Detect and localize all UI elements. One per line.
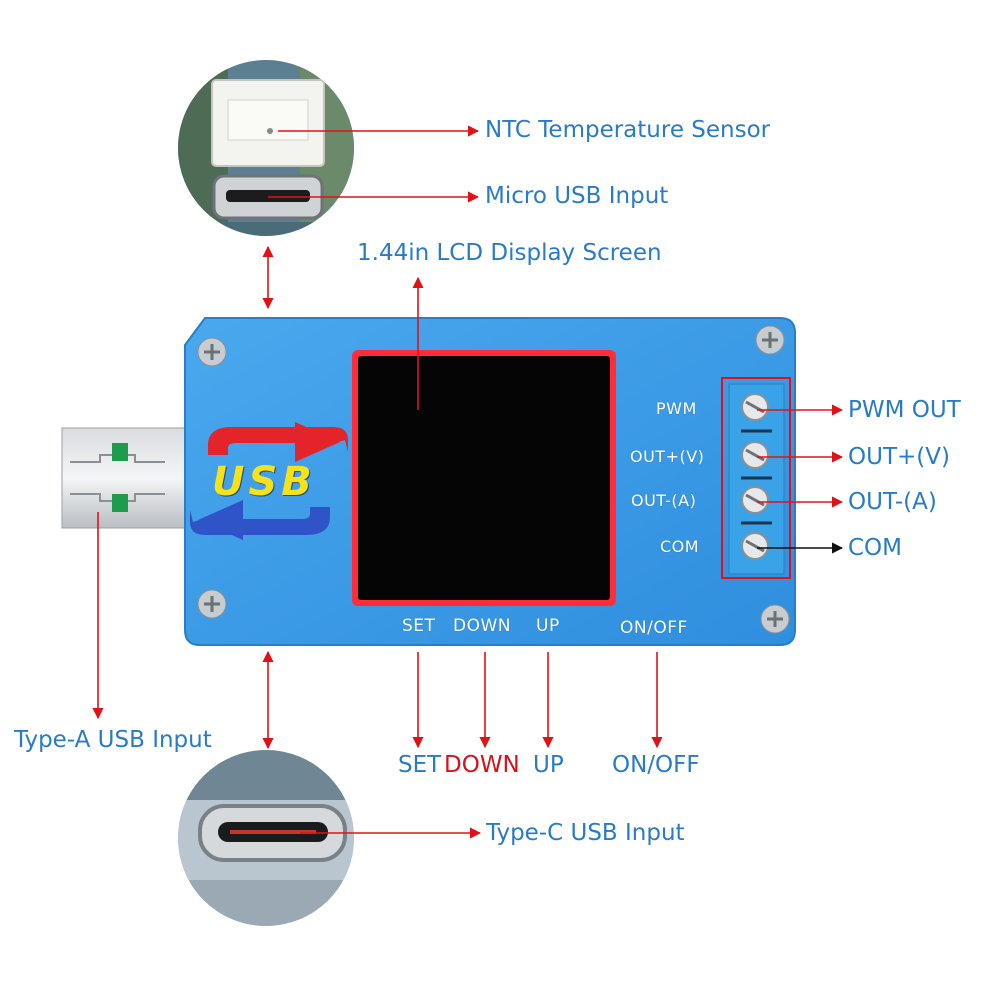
callout-com: COM: [848, 535, 903, 561]
callout-onoff: ON/OFF: [612, 752, 700, 778]
top-inset-photo: [178, 60, 354, 236]
board-label-down: DOWN: [453, 616, 511, 636]
callout-type-c: Type-C USB Input: [486, 820, 685, 846]
usb-logo-arrows: [190, 422, 348, 540]
bottom-inset-photo: [178, 750, 354, 926]
usb-logo-text: USB: [212, 459, 316, 505]
board-label-out-a: OUT-(A): [631, 491, 697, 510]
callout-micro-usb: Micro USB Input: [485, 183, 669, 209]
terminal-block: [721, 377, 791, 579]
usb-contact-bottom: [112, 494, 128, 512]
board-label-com: COM: [660, 537, 700, 556]
usb-contact-top: [112, 443, 128, 461]
terminal-screw-pwm: [741, 393, 769, 421]
callout-ntc-sensor: NTC Temperature Sensor: [485, 117, 771, 143]
terminal-screw-com: [741, 532, 769, 560]
callout-pwm-out: PWM OUT: [848, 397, 961, 423]
callout-lcd: 1.44in LCD Display Screen: [357, 240, 662, 266]
lcd-screen: [358, 356, 610, 600]
screw-top-left: [197, 337, 227, 367]
screw-bottom-right: [760, 604, 790, 634]
board-label-out-v: OUT+(V): [630, 447, 705, 466]
type-a-usb-plug: [61, 427, 188, 529]
terminal-screw-out-v: [741, 441, 769, 469]
callout-set: SET: [398, 752, 442, 778]
callout-type-a: Type-A USB Input: [14, 727, 212, 753]
board-label-onoff: ON/OFF: [620, 618, 688, 638]
callout-out-v: OUT+(V): [848, 444, 950, 470]
board-label-pwm: PWM: [656, 399, 697, 418]
callout-down: DOWN: [444, 752, 520, 778]
terminal-screw-out-a: [741, 486, 769, 514]
callout-out-a: OUT-(A): [848, 489, 937, 515]
screw-top-right: [755, 325, 785, 355]
screw-bottom-left: [197, 589, 227, 619]
callout-up: UP: [533, 752, 564, 778]
callout-arrows: [92, 125, 844, 839]
board-label-set: SET: [402, 616, 436, 636]
board-label-up: UP: [536, 616, 560, 636]
